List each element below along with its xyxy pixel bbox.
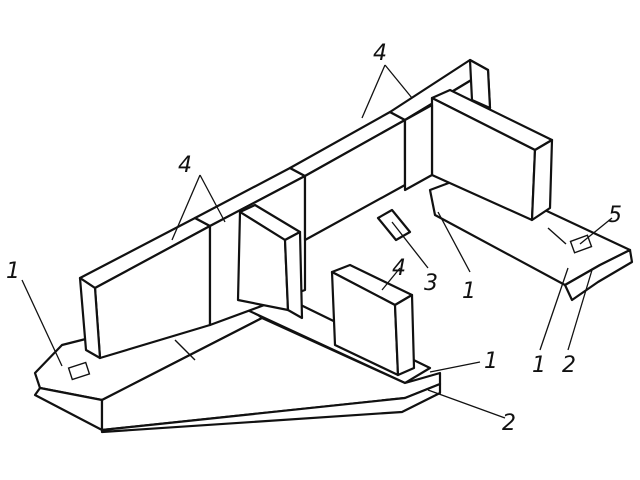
wall-blocks-front-branch — [236, 203, 416, 377]
wall-block-d-end — [468, 58, 492, 110]
label-4-front: 4 — [392, 256, 406, 281]
label-5: 5 — [608, 203, 622, 228]
wall-block-g-side — [283, 230, 304, 320]
label-1-left: 1 — [6, 259, 20, 284]
label-1-inner: 1 — [462, 279, 476, 304]
leader-label-4-mid-a — [171, 174, 201, 241]
wall-block-h-side — [393, 293, 416, 377]
label-4-top: 4 — [373, 41, 387, 66]
footing-slab-right-edge — [563, 248, 634, 302]
label-3: 3 — [424, 271, 438, 296]
anchor-plate-left — [67, 361, 91, 381]
leader-label-2-right — [567, 269, 593, 351]
callout-labels: 1 4 4 4 3 1 5 1 2 1 2 — [6, 41, 622, 436]
leader-label-4-top-a — [361, 64, 386, 119]
anchor-plate-right — [569, 234, 593, 254]
leader-label-2-front — [427, 389, 506, 419]
leader-label-3 — [391, 221, 429, 269]
leader-label-1-inner — [437, 211, 471, 273]
footing-slab-front-edge — [100, 382, 442, 434]
leader-label-1-right — [539, 267, 569, 351]
label-1-right: 1 — [532, 353, 546, 378]
wall-block-a-side — [78, 276, 102, 360]
label-4-mid: 4 — [178, 153, 192, 178]
leader-label-1-front — [429, 361, 481, 373]
label-1-front: 1 — [484, 349, 498, 374]
label-2-front: 2 — [502, 411, 516, 436]
wall-block-f-front — [403, 103, 434, 192]
joint-line-right — [547, 227, 567, 245]
leader-label-4-top-b — [384, 64, 413, 99]
leader-label-4-front — [381, 267, 401, 291]
leader-label-4-mid-b — [199, 174, 226, 223]
wall-block-e-end — [530, 138, 554, 222]
label-2-right: 2 — [562, 353, 576, 378]
leader-label-1-left — [21, 279, 63, 367]
leader-lines — [21, 64, 613, 419]
wall-blocks-right-branch — [403, 88, 554, 222]
leader-label-5 — [579, 217, 613, 245]
joint-line-left — [174, 339, 196, 361]
